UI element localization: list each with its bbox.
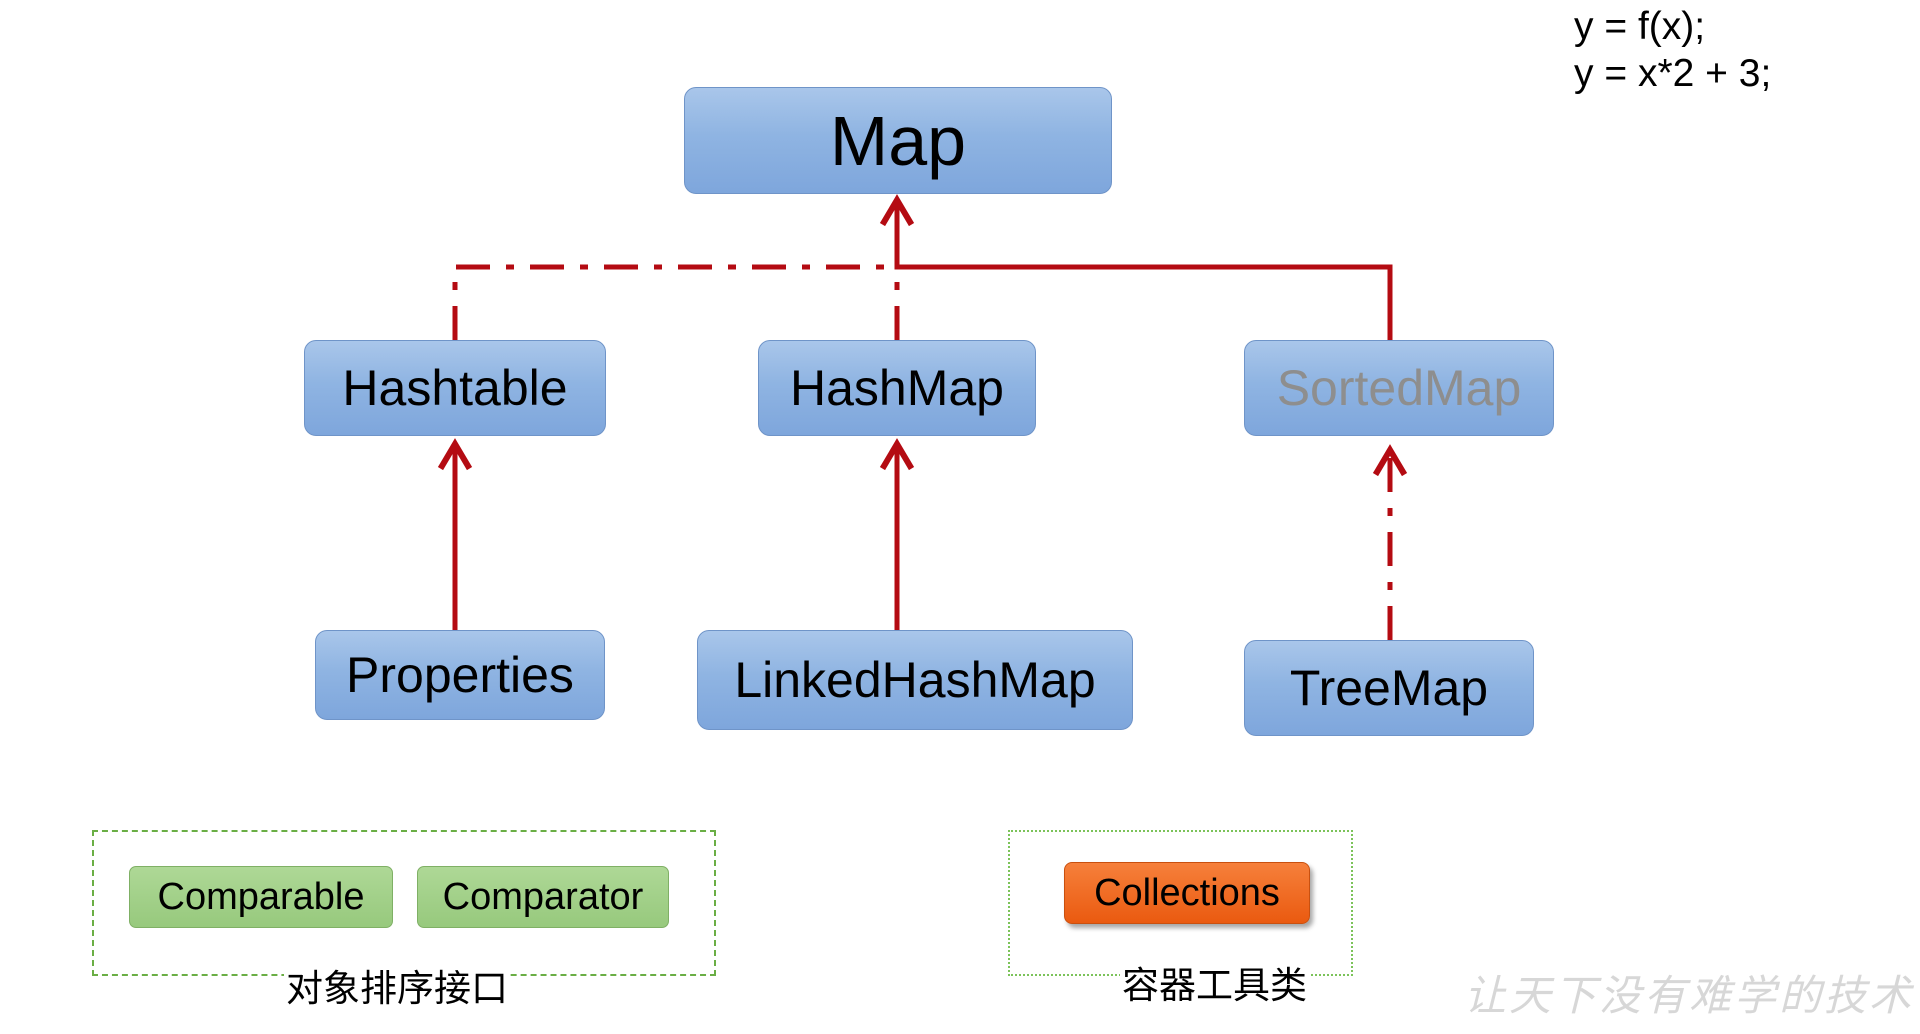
arrowhead-sortedmap: [1372, 444, 1408, 477]
arrowhead-hashmap: [879, 438, 915, 471]
node-linkedhashmap[interactable]: LinkedHashMap: [697, 630, 1133, 730]
formula-line-1: y = f(x);: [1574, 5, 1706, 48]
arrowhead-hashtable: [437, 438, 473, 471]
container-tools-caption: 容器工具类: [1120, 955, 1309, 1009]
node-hashtable[interactable]: Hashtable: [304, 340, 606, 436]
node-map[interactable]: Map: [684, 87, 1112, 194]
node-collections[interactable]: Collections: [1064, 862, 1310, 924]
sort-interfaces-caption: 对象排序接口: [284, 958, 510, 1012]
arrowhead-map: [879, 194, 915, 227]
node-comparator[interactable]: Comparator: [417, 866, 669, 928]
node-treemap[interactable]: TreeMap: [1244, 640, 1534, 736]
watermark-slogan: 让天下没有难学的技术: [1464, 971, 1915, 1020]
node-sortedmap[interactable]: SortedMap: [1244, 340, 1554, 436]
edge-sortedmap-map: [894, 204, 1393, 340]
node-comparable[interactable]: Comparable: [129, 866, 393, 928]
node-hashmap[interactable]: HashMap: [758, 340, 1036, 436]
edge-hashtable-map: [452, 212, 900, 340]
formula-line-2: y = x*2 + 3;: [1574, 52, 1772, 95]
node-properties[interactable]: Properties: [315, 630, 605, 720]
